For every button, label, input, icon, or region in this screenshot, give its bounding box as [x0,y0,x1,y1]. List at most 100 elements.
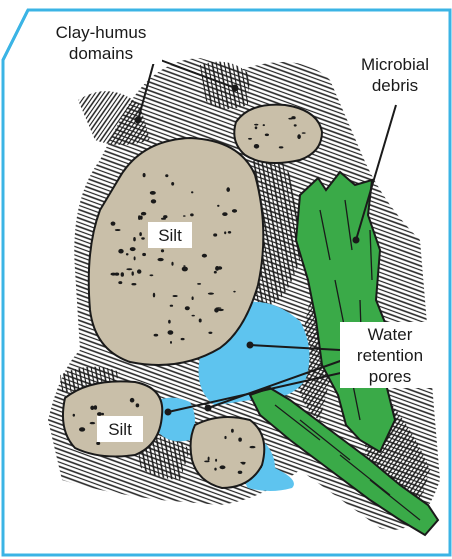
silt-speckle [165,174,168,177]
silt-speckle [138,215,140,220]
silt-speckle [154,334,159,337]
silt-grain-bottom [191,417,265,488]
silt-speckle [182,267,188,272]
silt-speckle [232,209,237,213]
silt-speckle [185,306,190,310]
silt-speckle [214,308,219,313]
silt-speckle [192,296,194,300]
silt-speckle [111,273,117,276]
label-silt-small-text: Silt [108,420,132,439]
silt-speckle [224,231,226,234]
silt-speckle [233,291,235,293]
silt-speckle [153,293,155,298]
silt-speckle [288,118,292,120]
silt-speckle [139,232,142,236]
silt-speckle [254,144,259,149]
silt-speckle [279,146,284,148]
silt-speckle [168,330,174,335]
silt-speckle [238,471,243,474]
silt-speckle [240,462,245,464]
silt-speckle [111,222,116,226]
silt-speckle [90,422,95,424]
silt-speckle [215,459,217,462]
silt-speckle [150,274,154,276]
label-silt-large-text: Silt [158,226,182,245]
label-water-retention: Water retention pores [340,322,440,388]
silt-speckle [217,205,219,207]
label-clay-humus-line2: domains [69,44,133,63]
silt-speckle [214,468,216,471]
silt-speckle [265,134,269,137]
silt-speckle [141,237,145,239]
silt-speckle [168,320,171,324]
silt-speckle [238,438,242,442]
silt-speckle [190,213,194,216]
silt-speckle [126,253,129,255]
silt-speckle [215,266,219,271]
silt-speckle [132,271,134,275]
silt-speckle [130,398,135,403]
silt-speckle [181,338,185,340]
silt-speckle [118,249,123,254]
silt-speckle [248,138,252,140]
silt-speckle [192,315,195,317]
silt-speckle [214,271,217,274]
label-microbial-line2: debris [372,76,418,95]
silt-speckle [133,237,136,241]
label-silt-large: Silt [148,222,192,248]
silt-speckle [96,442,100,445]
silt-speckle [73,414,75,417]
silt-speckle [213,233,217,236]
silt-speckle [170,305,173,307]
silt-speckle [143,173,146,177]
silt-speckle [171,182,174,186]
silt-grain-top [234,105,322,163]
silt-speckle [121,272,124,277]
silt-speckle [208,293,214,295]
silt-speckle [136,403,140,407]
silt-speckle [118,281,122,284]
silt-speckle [171,262,173,266]
label-clay-humus-line1: Clay-humus [56,23,147,42]
silt-speckle [202,254,207,258]
silt-speckle [183,265,185,267]
silt-speckle [220,465,226,469]
silt-speckle [137,269,141,273]
silt-speckle [226,187,230,192]
silt-speckle [191,191,193,193]
silt-speckle [294,124,297,126]
silt-speckle [131,283,136,285]
silt-speckle [254,124,258,126]
silt-speckle [141,212,146,216]
label-microbial-line1: Microbial [361,55,429,74]
silt-speckle [142,253,146,256]
silt-speckle [158,258,164,261]
silt-speckle [126,268,132,270]
silt-speckle [115,229,121,231]
silt-speckle [224,436,226,439]
silt-speckle [255,126,258,129]
label-water-line2: retention [357,346,423,365]
silt-speckle [302,132,306,134]
label-water-line3: pores [369,367,412,386]
silt-speckle [297,134,301,139]
silt-speckle [231,429,234,433]
silt-speckle [170,341,172,344]
silt-speckle [150,191,156,195]
silt-speckle [208,457,210,461]
label-water-line1: Water [368,325,413,344]
silt-speckle [161,218,166,220]
label-clay-humus: Clay-humus domains [40,20,162,64]
silt-speckle [161,249,164,252]
silt-speckle [173,295,178,297]
silt-speckle [222,212,227,216]
silt-speckle [90,406,94,410]
silt-speckle [208,332,212,334]
silt-speckle [199,319,202,323]
silt-speckle [197,283,201,285]
silt-speckle [183,215,186,217]
silt-speckle [151,199,156,203]
silt-speckle [228,231,231,234]
